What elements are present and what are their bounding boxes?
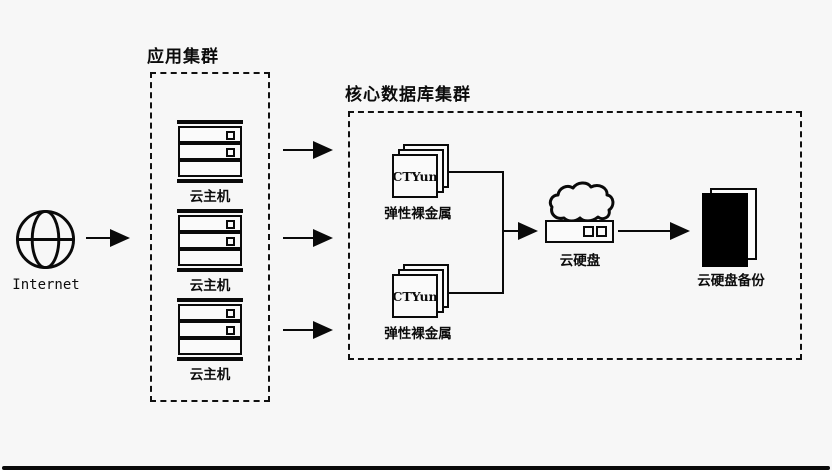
cloud-host-label: 云主机: [189, 278, 231, 293]
cloud-host-icon: [177, 120, 243, 183]
server-bottom-bar: [177, 268, 243, 272]
server-led: [226, 220, 235, 229]
server-slot: [178, 321, 242, 338]
server-slot: [178, 215, 242, 232]
server-slot: [178, 304, 242, 321]
stack-layer-front: CTYun: [392, 154, 438, 198]
server-top-bar: [177, 120, 243, 124]
internet-globe-icon: [15, 209, 76, 270]
server-top-bar: [177, 209, 243, 213]
cloud-host-icon: [177, 209, 243, 272]
bare-metal-icon: CTYun: [392, 264, 449, 319]
server-slot: [178, 160, 242, 177]
server-slot: [178, 249, 242, 266]
app-cluster-box: [150, 72, 270, 402]
bare-metal-brand: CTYun: [392, 168, 438, 184]
server-led: [226, 326, 235, 335]
app-cluster-title: 应用集群: [147, 47, 219, 66]
server-led: [226, 148, 235, 157]
backup-label: 云硬盘备份: [697, 273, 765, 288]
server-led: [226, 237, 235, 246]
disk-indicator: [583, 226, 594, 237]
server-led: [226, 309, 235, 318]
bare-metal-icon: CTYun: [392, 144, 449, 199]
bare-metal-label: 弹性裸金属: [384, 326, 452, 341]
bare-metal-brand: CTYun: [392, 288, 438, 304]
cloud-host-label: 云主机: [189, 189, 231, 204]
internet-label: Internet: [12, 277, 80, 293]
disk-indicator: [596, 226, 607, 237]
bottom-edge-bar: [2, 466, 830, 470]
db-cluster-title: 核心数据库集群: [345, 85, 471, 104]
cloud-disk-icon: [545, 220, 614, 243]
cloud-host-icon: [177, 298, 243, 361]
cloud-disk-label: 云硬盘: [559, 253, 601, 268]
server-slot: [178, 338, 242, 355]
server-bottom-bar: [177, 357, 243, 361]
server-top-bar: [177, 298, 243, 302]
stack-layer-front: CTYun: [392, 274, 438, 318]
server-led: [226, 131, 235, 140]
server-slot: [178, 143, 242, 160]
backup-icon: [702, 193, 748, 267]
server-bottom-bar: [177, 179, 243, 183]
server-slot: [178, 232, 242, 249]
cloud-host-label: 云主机: [189, 367, 231, 382]
server-slot: [178, 126, 242, 143]
bare-metal-label: 弹性裸金属: [384, 206, 452, 221]
cloud-icon: [548, 181, 615, 222]
db-cluster-box: [348, 111, 802, 360]
